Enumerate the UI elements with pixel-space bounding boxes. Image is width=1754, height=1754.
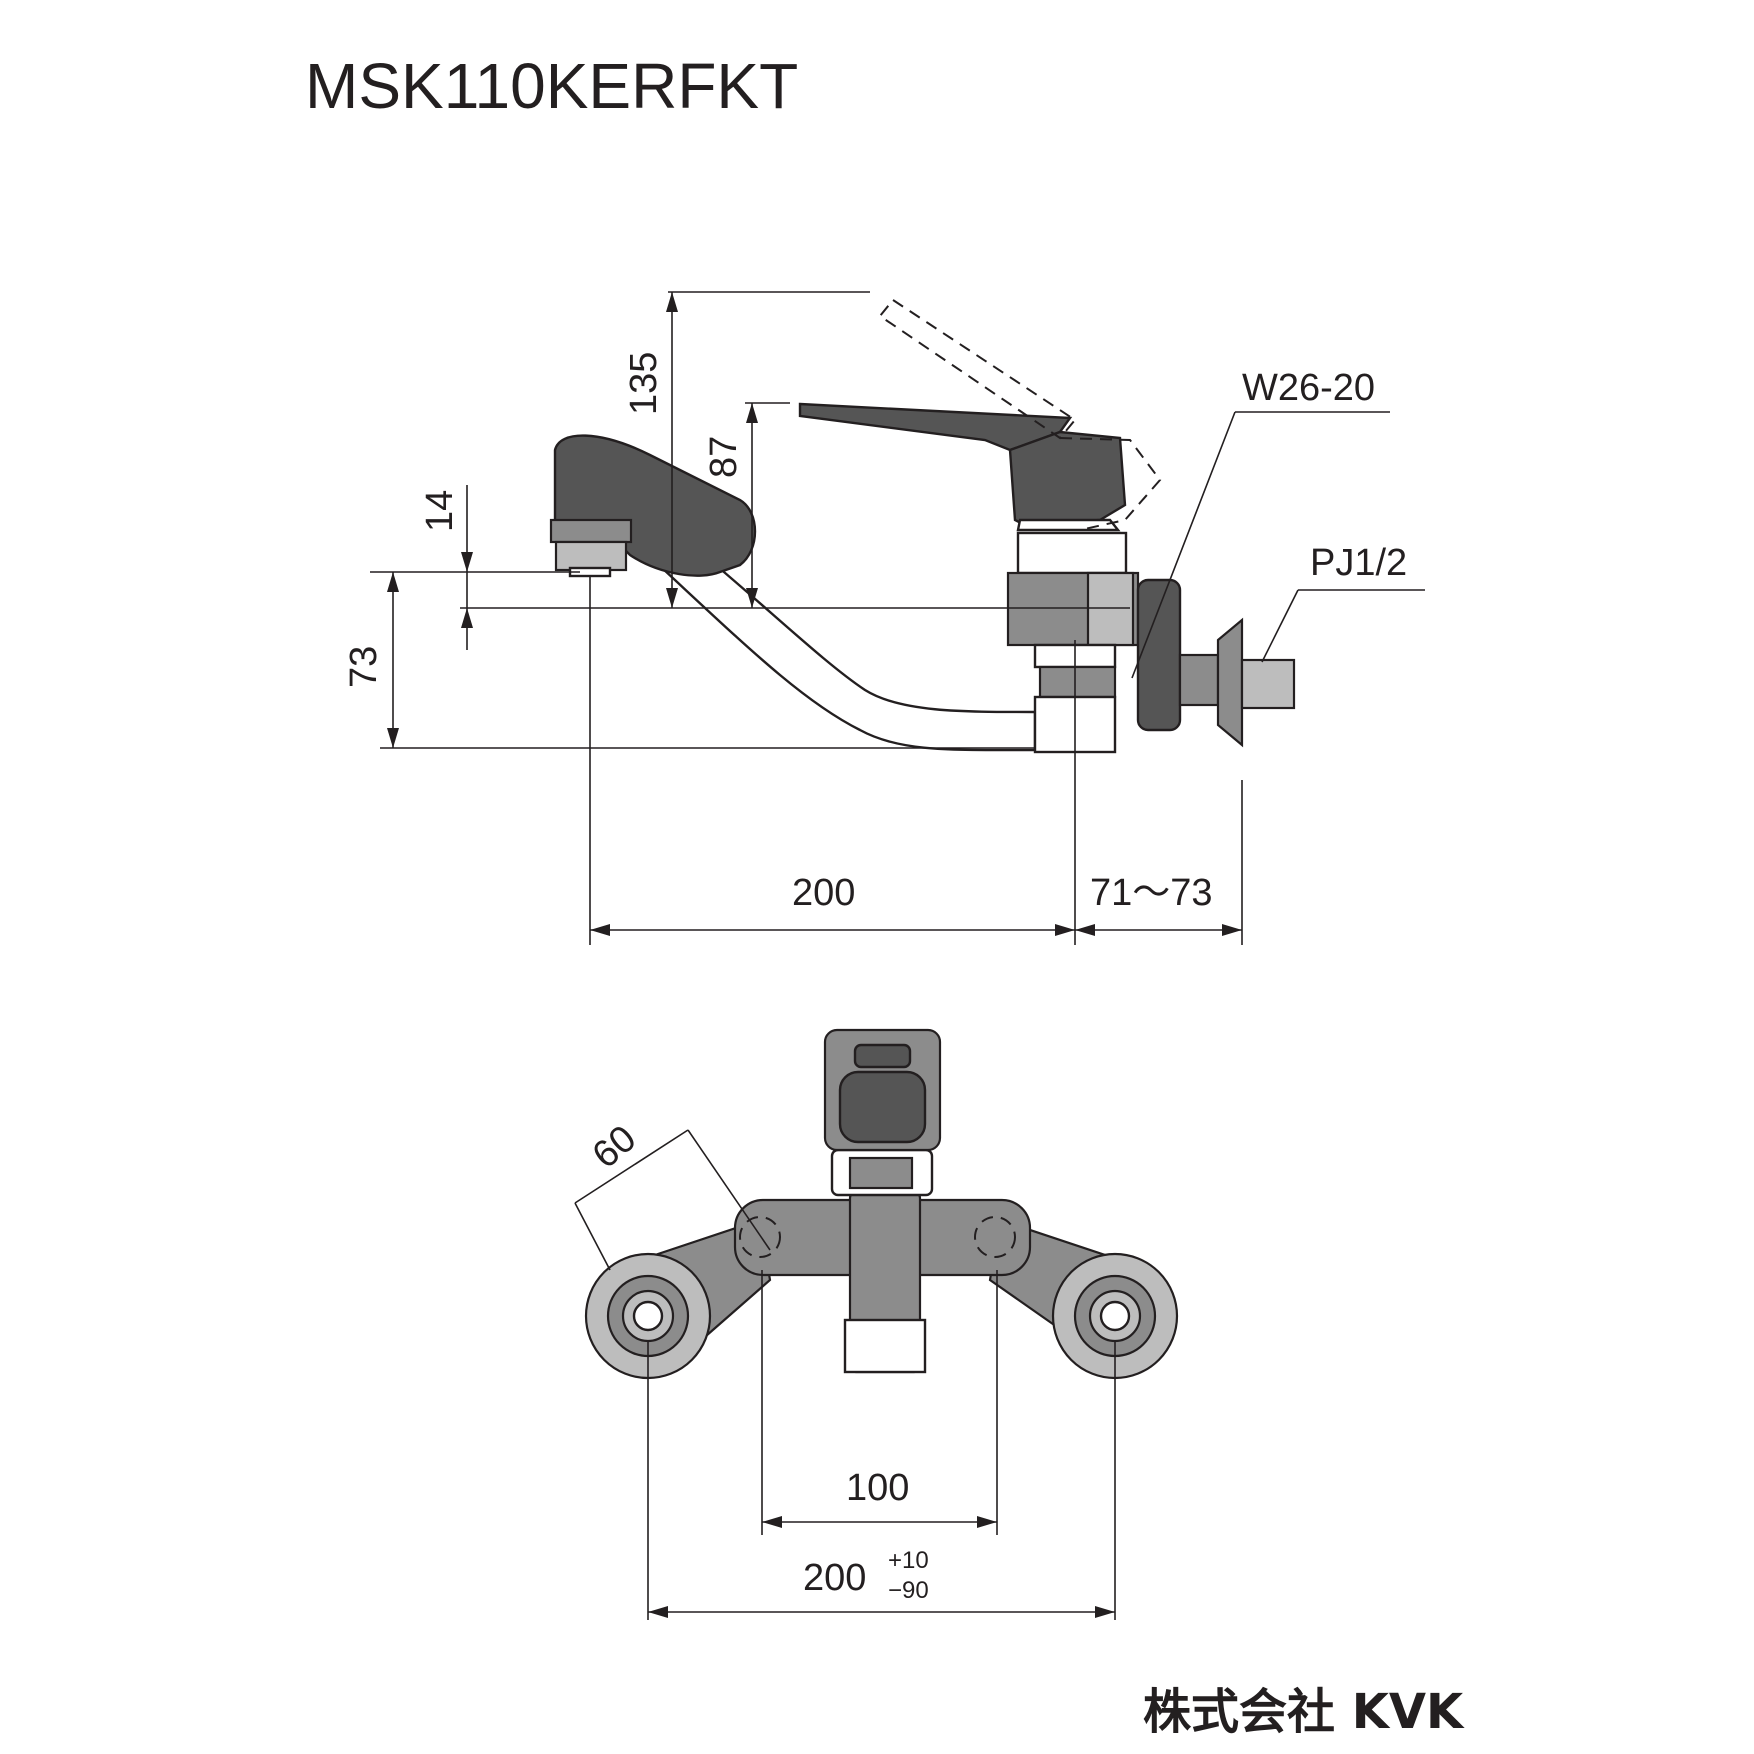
- front-body-nut: [848, 1156, 914, 1190]
- dim-60: 60: [585, 1118, 644, 1177]
- body-alt-position: [1059, 437, 1162, 531]
- body-lower: [1016, 518, 1121, 532]
- brand-logo: 株式会社 KVK: [1143, 1684, 1465, 1740]
- spray-head-band: [549, 518, 633, 544]
- leader-w26-d: [1131, 411, 1236, 679]
- dim-71-73: 71～73: [1090, 872, 1213, 914]
- right-foot-bolt: [1099, 1300, 1131, 1332]
- inlet-thread: [1240, 658, 1296, 710]
- front-spout-tip: [843, 1318, 927, 1374]
- tolerance-minus: −90: [888, 1577, 929, 1604]
- dim-line-60: [574, 1129, 689, 1204]
- body-ring: [1016, 531, 1128, 575]
- ext-60-left: [574, 1202, 611, 1271]
- label-w26-20: W26-20: [1242, 367, 1375, 409]
- dim-73: 73: [343, 646, 385, 688]
- right-hidden-hole: [974, 1216, 1016, 1258]
- dim-14: 14: [419, 490, 461, 532]
- dim-87: 87: [703, 436, 745, 478]
- dim-200-front: 200: [803, 1557, 866, 1599]
- nut-hex: [1086, 571, 1135, 647]
- union-threads: [1178, 653, 1220, 707]
- valve-nut: [1038, 665, 1117, 699]
- side-view: 135 87 14 73 200 71～73 W26-20 PJ1/2: [343, 291, 1425, 945]
- dim-200-side: 200: [792, 872, 855, 914]
- ext-60-right: [687, 1129, 771, 1251]
- wall-flange: [1216, 617, 1244, 748]
- leader-pj-d: [1261, 589, 1299, 663]
- tolerance-plus: +10: [888, 1547, 929, 1574]
- front-handle-cap: [838, 1070, 927, 1144]
- front-view: 60 100 200 +10 −90: [574, 1028, 1179, 1620]
- left-foot-bolt: [632, 1300, 664, 1332]
- label-pj1-2: PJ1/2: [1310, 542, 1407, 584]
- faucet-body: [1008, 430, 1127, 527]
- spray-head-face: [554, 540, 628, 572]
- dim-100: 100: [846, 1467, 909, 1509]
- dim-135: 135: [623, 352, 665, 415]
- front-handle-top: [853, 1043, 912, 1069]
- model-title: MSK110KERFKT: [305, 50, 798, 122]
- left-hidden-hole: [739, 1216, 781, 1258]
- union-elbow: [1136, 578, 1182, 732]
